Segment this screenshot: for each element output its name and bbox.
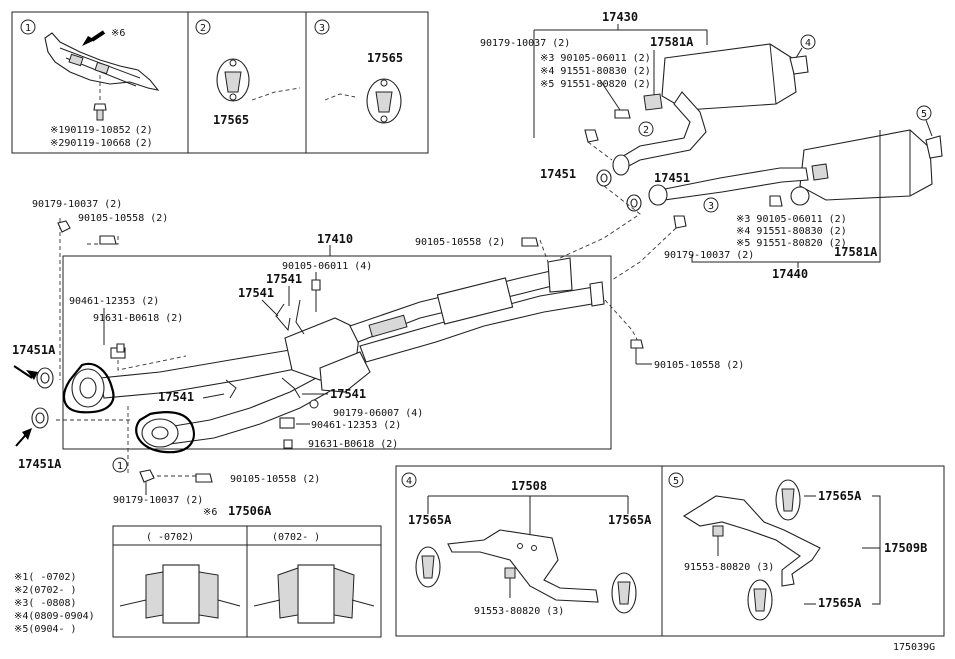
inset-6-col-1: ( -0702): [146, 532, 194, 543]
inset-1-star: ※6: [111, 28, 125, 39]
date-legend: ※1( -0702) ※2(0702- ) ※3( -0808) ※4(0809…: [14, 572, 95, 635]
label-17451A-a: 17451A: [12, 343, 56, 357]
circle-5: 5: [921, 109, 927, 120]
inset-5-top-part: 17565A: [818, 489, 862, 503]
label-90105-10558-d: 90105-10558 (2): [230, 474, 320, 485]
label-top-3: ※4 91551-80830 (2): [540, 66, 651, 77]
inset-2-number: 2: [200, 23, 206, 34]
label-91631-B0618-b: 91631-B0618 (2): [308, 439, 398, 450]
main-assembly: 17410: [12, 199, 744, 506]
circle-2: 2: [643, 125, 649, 136]
inset-5: 5 17565A 17509B 17565A 91553-80820 (3): [661, 465, 945, 637]
legend-4: ※4(0809-0904): [14, 611, 95, 622]
label-bottom-4: 90179-10037 (2): [664, 250, 754, 261]
inset-6-col-2: (0702- ): [272, 532, 320, 543]
inset-4-assembly: 17508: [511, 479, 547, 493]
label-top-1: 90179-10037 (2): [480, 38, 570, 49]
footer-code: 175039G: [893, 642, 935, 653]
label-90105-10558-c: 90105-10558 (2): [654, 360, 744, 371]
inset-1: 1 ※6 ※190119-10852(2) ※290119-10668(2): [11, 11, 189, 154]
label-90461-12353-b: 90461-12353 (2): [311, 420, 401, 431]
label-17451-a: 17451: [540, 167, 576, 181]
inset-2: 2 17565: [187, 11, 307, 154]
label-17541-b: 17541: [238, 286, 274, 300]
inset-2-part: 17565: [213, 113, 249, 127]
label-17430: 17430: [602, 10, 638, 24]
circle-4: 4: [805, 38, 811, 49]
legend-1: ※1( -0702): [14, 572, 77, 583]
label-17581A-top: 17581A: [650, 35, 694, 49]
label-90179-10037-a: 90179-10037 (2): [32, 199, 122, 210]
inset-5-bolt: 91553-80820 (3): [684, 562, 774, 573]
label-17541-c: 17541: [158, 390, 194, 404]
label-17541-a: 17541: [266, 272, 302, 286]
label-17581A-bottom: 17581A: [834, 245, 878, 259]
inset-3-number: 3: [319, 23, 325, 34]
inset-4-bolt: 91553-80820 (3): [474, 606, 564, 617]
rear-mufflers: 17430 90179-10037 (2) ※3 90105-06011 (2)…: [480, 10, 943, 281]
circle-1: 1: [117, 461, 123, 472]
inset-5-assembly: 17509B: [884, 541, 927, 555]
label-bottom-2: ※4 91551-80830 (2): [736, 226, 847, 237]
main-assembly-number: 17410: [317, 232, 353, 246]
label-top-2: ※3 90105-06011 (2): [540, 53, 651, 64]
label-17440: 17440: [772, 267, 808, 281]
inset-4-number: 4: [406, 476, 412, 487]
inset-5-bottom-part: 17565A: [818, 596, 862, 610]
label-17451-b: 17451: [654, 171, 690, 185]
label-91631-B0618-a: 91631-B0618 (2): [93, 313, 183, 324]
label-bottom-1: ※3 90105-06011 (2): [736, 214, 847, 225]
inset-3-part: 17565: [367, 51, 403, 65]
legend-3: ※3( -0808): [14, 598, 77, 609]
inset-4: 4 17508 17565A 17565A 91553-80820 (3): [395, 465, 663, 637]
label-90179-06007: 90179-06007 (4): [333, 408, 423, 419]
inset-1-number: 1: [25, 23, 31, 34]
label-17451A-b: 17451A: [18, 457, 62, 471]
label-bottom-3: ※5 91551-80820 (2): [736, 238, 847, 249]
inset-3: 3 17565: [305, 11, 429, 154]
legend-5: ※5(0904- ): [14, 624, 77, 635]
inset-1-line-1: ※190119-10852(2): [50, 125, 153, 136]
inset-1-line-2: ※290119-10668(2): [50, 138, 153, 149]
inset-4-left-part: 17565A: [408, 513, 452, 527]
label-90105-10558-b: 90105-10558 (2): [415, 237, 505, 248]
label-17541-d: 17541: [330, 387, 366, 401]
label-top-4: ※5 91551-80820 (2): [540, 79, 651, 90]
inset-6: ※6 17506A ( -0702) (0702- ): [112, 504, 382, 638]
legend-2: ※2(0702- ): [14, 585, 77, 596]
circle-3: 3: [708, 201, 714, 212]
label-90179-10037-b: 90179-10037 (2): [113, 495, 203, 506]
inset-6-mark: ※6: [203, 507, 217, 518]
label-90105-10558-a: 90105-10558 (2): [78, 213, 168, 224]
inset-5-number: 5: [673, 476, 679, 487]
label-90461-12353-a: 90461-12353 (2): [69, 296, 159, 307]
inset-4-right-part: 17565A: [608, 513, 652, 527]
label-90105-06011: 90105-06011 (4): [282, 261, 372, 272]
inset-6-part: 17506A: [228, 504, 272, 518]
